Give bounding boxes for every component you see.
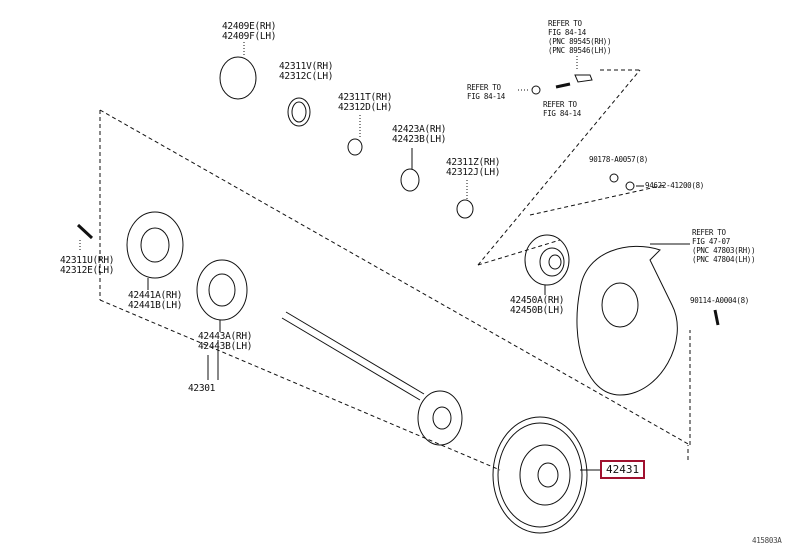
part-number[interactable]: 42450A(RH) <box>510 295 565 306</box>
abs-sensor <box>574 74 593 83</box>
axle-shaft-42301 <box>281 311 463 446</box>
refer-line: (PNC 89546(LH)) <box>548 46 612 55</box>
ring-42423 <box>400 168 420 192</box>
part-number[interactable]: 42311V(RH) <box>279 61 334 72</box>
gasket-42443 <box>196 259 248 321</box>
dust-shield <box>576 245 678 396</box>
label-42443[interactable]: 42443A(RH)42443B(LH) <box>198 331 253 352</box>
refer-line: REFER TO <box>548 19 582 28</box>
label-42450[interactable]: 42450A(RH)42450B(LH) <box>510 295 565 316</box>
refer-line: (PNC 47803(RH)) <box>692 246 756 255</box>
clip-icon <box>531 85 541 95</box>
bolt-42311u <box>76 223 94 240</box>
label-42311v[interactable]: 42311V(RH)42312C(LH) <box>279 61 334 82</box>
bolt-90114 <box>713 309 720 326</box>
refer-line: (PNC 89545(RH)) <box>548 37 612 46</box>
refer-line: REFER TO <box>543 100 577 109</box>
part-number[interactable]: 42409F(LH) <box>222 31 277 42</box>
refer-line: FIG 84-14 <box>548 28 586 37</box>
label-94622[interactable]: 94622-41200(8) <box>645 181 705 190</box>
part-number[interactable]: 42312J(LH) <box>446 167 501 178</box>
plate-42441 <box>126 211 184 279</box>
part-number[interactable]: 42423A(RH) <box>392 124 447 135</box>
oil-seal-42311v <box>287 97 311 127</box>
label-42311t[interactable]: 42311T(RH)42312D(LH) <box>338 92 393 113</box>
part-number[interactable]: 42312D(LH) <box>338 102 393 113</box>
label-42311u[interactable]: 42311U(RH)42312E(LH) <box>60 255 115 276</box>
part-number[interactable]: 42423B(LH) <box>392 134 447 145</box>
refer-line: REFER TO <box>692 228 726 237</box>
label-90114[interactable]: 90114-A0004(8) <box>690 296 750 305</box>
part-number[interactable]: 42311U(RH) <box>60 255 115 266</box>
clip-2-icon <box>555 82 571 89</box>
ring-42311z <box>456 199 474 219</box>
nut-90178 <box>609 173 619 183</box>
part-number[interactable]: 42443B(LH) <box>198 341 253 352</box>
highlighted-part-42431[interactable]: 42431 <box>600 460 646 479</box>
refer-line: FIG 84-14 <box>543 109 581 118</box>
refer-line: (PNC 47804(LH)) <box>692 255 756 264</box>
label-42301[interactable]: 42301 <box>188 383 216 394</box>
washer-94622 <box>625 181 635 191</box>
refer-line: REFER TO <box>467 83 501 92</box>
diagram-code: 415803A <box>752 536 782 545</box>
refer-line: FIG 47-07 <box>692 237 730 246</box>
part-number[interactable]: 42443A(RH) <box>198 331 253 342</box>
part-number[interactable]: 42311T(RH) <box>338 92 393 103</box>
assembly-frame <box>99 69 691 471</box>
part-number[interactable]: 42441B(LH) <box>128 300 183 311</box>
disc-rotor-42431 <box>492 416 588 534</box>
o-ring-42409 <box>219 56 257 100</box>
label-90178[interactable]: 90178-A0057(8) <box>589 155 649 164</box>
snap-ring-42311t <box>347 138 363 156</box>
label-42441[interactable]: 42441A(RH)42441B(LH) <box>128 290 183 311</box>
label-42311z[interactable]: 42311Z(RH)42312J(LH) <box>446 157 501 178</box>
part-number[interactable]: 42450B(LH) <box>510 305 565 316</box>
part-number[interactable]: 42409E(RH) <box>222 21 277 32</box>
label-42409[interactable]: 42409E(RH)42409F(LH) <box>222 21 277 42</box>
part-number[interactable]: 42312C(LH) <box>279 71 334 82</box>
part-number[interactable]: 42441A(RH) <box>128 290 183 301</box>
refer-line: FIG 84-14 <box>467 92 505 101</box>
part-number[interactable]: 42311Z(RH) <box>446 157 501 168</box>
hub-bearing-42450 <box>524 234 570 286</box>
part-number[interactable]: 42312E(LH) <box>60 265 115 276</box>
label-42423[interactable]: 42423A(RH)42423B(LH) <box>392 124 447 145</box>
